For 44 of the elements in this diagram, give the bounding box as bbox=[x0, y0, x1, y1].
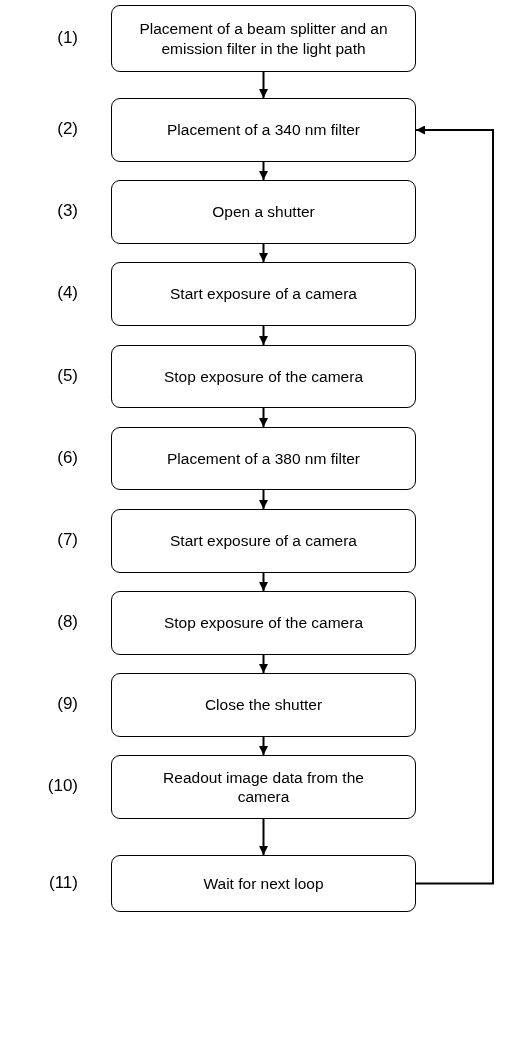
step-text: Stop exposure of the camera bbox=[163, 613, 363, 633]
arrow bbox=[259, 407, 268, 428]
step-text: Stop exposure of the camera bbox=[163, 366, 363, 387]
arrow bbox=[259, 818, 268, 856]
process-box bbox=[111, 180, 416, 244]
arrow bbox=[415, 125, 494, 885]
process-box bbox=[111, 509, 416, 573]
step-text: Open a shutter bbox=[212, 202, 315, 222]
step-number: (6) bbox=[57, 447, 78, 468]
step-text: Start exposure of a camera bbox=[170, 284, 357, 304]
step-text: Placement of a 340 nm filter bbox=[167, 120, 360, 140]
step-number: (10) bbox=[47, 776, 78, 796]
step-text: Placement of a beam splitter and an emission filter in the light path bbox=[138, 19, 389, 58]
arrow bbox=[259, 325, 268, 346]
step-number: (1) bbox=[57, 27, 78, 48]
step-number: (2) bbox=[57, 119, 78, 139]
process-box bbox=[111, 673, 416, 737]
process-box bbox=[111, 427, 416, 490]
step-number: (9) bbox=[57, 694, 78, 714]
step-number: (11) bbox=[49, 872, 78, 893]
step-number: (3) bbox=[57, 201, 78, 221]
step-number: (8) bbox=[57, 612, 78, 632]
step-text: Start exposure of a camera bbox=[170, 531, 357, 551]
arrow bbox=[259, 161, 268, 181]
process-box bbox=[111, 5, 416, 72]
step-text: Close the shutter bbox=[204, 695, 323, 715]
arrow bbox=[259, 572, 268, 592]
process-box bbox=[111, 98, 416, 162]
process-box bbox=[111, 755, 416, 819]
process-box bbox=[111, 591, 416, 655]
arrow bbox=[259, 489, 268, 510]
step-text: Readout image data from the camera bbox=[162, 767, 365, 807]
step-number: (5) bbox=[57, 365, 78, 386]
process-box bbox=[111, 855, 416, 912]
step-number: (4) bbox=[57, 283, 78, 303]
arrow bbox=[259, 243, 268, 263]
step-number: (7) bbox=[57, 530, 78, 550]
arrow bbox=[259, 71, 268, 99]
arrow bbox=[259, 736, 268, 756]
process-box bbox=[111, 345, 416, 408]
step-text: Placement of a 380 nm filter bbox=[167, 448, 360, 469]
process-box bbox=[111, 262, 416, 326]
arrow bbox=[259, 654, 268, 674]
step-text: Wait for next loop bbox=[203, 873, 324, 894]
